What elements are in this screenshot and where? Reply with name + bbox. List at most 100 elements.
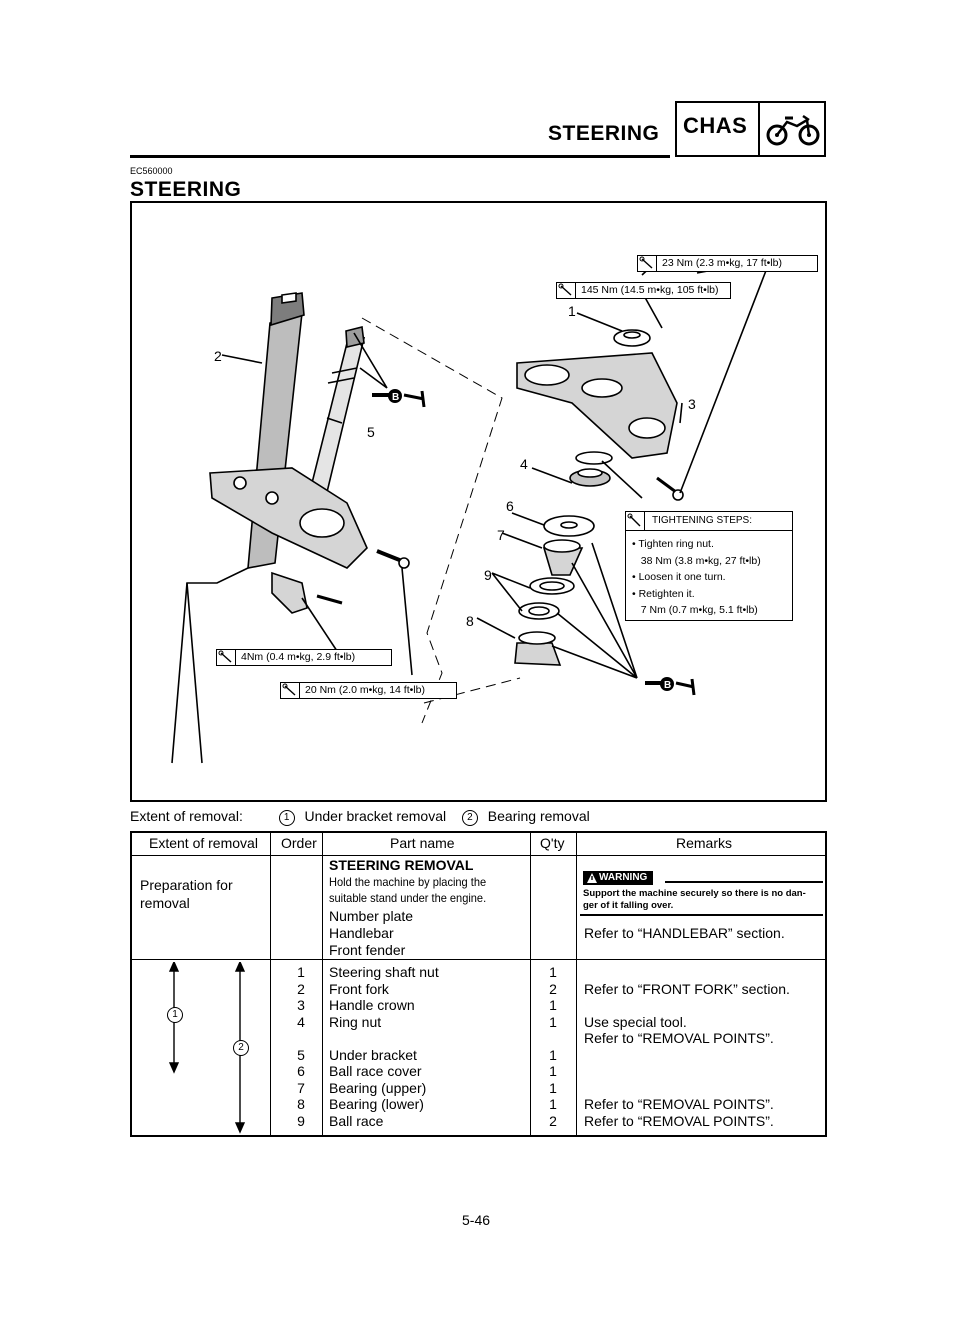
qty-cell: 1 — [549, 1046, 557, 1063]
tightening-step: 7 Nm (0.7 m•kg, 5.1 ft•lb) — [632, 604, 758, 616]
table-divider — [576, 831, 577, 1137]
extent-label: Extent of removal: — [130, 808, 243, 824]
qty-cell: 1 — [549, 964, 557, 980]
qty-cell: 1 — [549, 997, 557, 1013]
torque-spec-text: 20 Nm (2.0 m•kg, 14 ft•lb) — [305, 684, 425, 696]
qty-cell — [544, 1030, 562, 1047]
header-rule — [130, 155, 670, 158]
part-cell: Steering shaft nut — [329, 964, 439, 980]
order-cell: 6 — [297, 1063, 305, 1079]
table-divider — [322, 831, 323, 1137]
order-cell: 3 — [297, 997, 305, 1013]
qty-column: 1 2 1 1 1 1 1 1 2 — [544, 964, 562, 1129]
remarks-cell: Refer to “REMOVAL POINTS”. — [584, 1112, 774, 1129]
order-cell: 7 — [297, 1079, 305, 1096]
warning-text-line: ger of it falling over. — [583, 900, 674, 911]
extent-of-removal-line: Extent of removal: 1 Under bracket remov… — [130, 808, 590, 826]
order-cell: 8 — [297, 1096, 305, 1112]
tightening-steps-header: TIGHTENING STEPS: — [626, 512, 792, 531]
torque-spec-text: 145 Nm (14.5 m•kg, 105 ft•lb) — [581, 284, 719, 296]
warning-text: Support the machine securely so there is… — [583, 888, 806, 912]
prep-extent-line: removal — [140, 895, 190, 911]
extent-marker-2: 2 — [233, 1040, 249, 1056]
removal-table — [130, 831, 827, 1137]
part-number-4: 4 — [520, 456, 528, 472]
remarks-cell: Use special tool. — [584, 1013, 687, 1030]
remarks-column: Refer to “FRONT FORK” section. Use speci… — [584, 964, 790, 1129]
table-divider — [530, 831, 531, 1137]
doc-code: EC560000 — [130, 166, 173, 176]
part-number-8: 8 — [466, 613, 474, 629]
part-cell: Bearing (lower) — [329, 1096, 424, 1112]
wrench-icon — [638, 256, 657, 271]
remarks-cell: Refer to “FRONT FORK” section. — [584, 980, 790, 997]
wrench-icon — [217, 650, 236, 665]
torque-spec-text: 4Nm (0.4 m•kg, 2.9 ft•lb) — [241, 651, 356, 663]
tightening-step: • Loosen it one turn. — [632, 571, 726, 583]
prep-extent: Preparation for removal — [140, 876, 233, 912]
extent-marker-2: 2 — [461, 810, 478, 826]
order-cell: 4 — [297, 1013, 305, 1030]
part-cell: Handle crown — [329, 997, 415, 1013]
qty-cell: 1 — [549, 1013, 557, 1030]
table-divider — [130, 959, 827, 960]
motorcycle-icon — [766, 114, 820, 146]
order-cell: 5 — [297, 1046, 305, 1063]
part-number-7: 7 — [497, 527, 505, 543]
remarks-cell: Refer to “REMOVAL POINTS”. — [584, 1030, 774, 1046]
qty-cell: 1 — [549, 1079, 557, 1096]
exploded-diagram-frame — [130, 201, 827, 802]
header-title: STEERING — [548, 122, 660, 145]
table-divider — [270, 831, 271, 1137]
warning-rule — [580, 914, 823, 916]
warning-text-line: Support the machine securely so there is… — [583, 888, 806, 899]
remarks-cell — [584, 1063, 790, 1080]
remarks-cell — [584, 997, 790, 1014]
column-header-qty: Q'ty — [540, 835, 565, 851]
prep-note-line: Hold the machine by placing the — [329, 875, 487, 889]
torque-spec-box: 23 Nm (2.3 m•kg, 17 ft•lb) — [637, 255, 818, 272]
steering-exploded-diagram: B B — [171, 260, 768, 764]
prep-heading: STEERING REMOVAL — [329, 857, 474, 873]
part-cell: Front fork — [329, 980, 389, 997]
prep-extent-line: Preparation for — [140, 877, 233, 893]
torque-spec-box: 4Nm (0.4 m•kg, 2.9 ft•lb) — [216, 649, 392, 666]
remarks-cell — [584, 1080, 790, 1097]
order-cell: 1 — [297, 964, 305, 980]
remarks-cell — [584, 1047, 790, 1064]
tightening-steps-box: TIGHTENING STEPS: • Tighten ring nut. 38… — [625, 511, 793, 621]
remarks-cell: Refer to “REMOVAL POINTS”. — [584, 1096, 774, 1112]
order-cell: 9 — [297, 1112, 305, 1129]
prep-note: Hold the machine by placing the suitable… — [329, 874, 486, 906]
grease-symbol-lower: B — [645, 677, 696, 696]
extent-marker-1: 1 — [278, 810, 295, 826]
part-cell: Ball race — [329, 1112, 384, 1129]
qty-cell: 1 — [549, 1096, 557, 1112]
warning-badge: WARNING — [583, 871, 653, 885]
tightening-step: 38 Nm (3.8 m•kg, 27 ft•lb) — [632, 554, 761, 567]
part-cell: Bearing (upper) — [329, 1079, 427, 1096]
part-number-5: 5 — [367, 424, 375, 440]
part-number-3: 3 — [688, 396, 696, 412]
part-cell: Ring nut — [329, 1013, 382, 1030]
extent-marker-1: 1 — [167, 1007, 183, 1023]
part-number-1: 1 — [568, 303, 576, 319]
order-cell — [292, 1030, 310, 1047]
prep-part: Handlebar — [329, 925, 394, 941]
wrench-icon — [281, 683, 300, 698]
torque-spec-box: 145 Nm (14.5 m•kg, 105 ft•lb) — [556, 282, 731, 299]
wrench-icon — [557, 283, 576, 298]
part-cell: Under bracket — [329, 1046, 417, 1063]
prep-part: Number plate — [329, 908, 414, 924]
order-cell: 2 — [297, 980, 305, 997]
part-cell — [329, 1030, 439, 1047]
page-number: 5-46 — [462, 1212, 491, 1228]
torque-spec-box: 20 Nm (2.0 m•kg, 14 ft•lb) — [280, 682, 457, 699]
qty-cell: 2 — [549, 980, 557, 997]
torque-spec-text: 23 Nm (2.3 m•kg, 17 ft•lb) — [662, 257, 782, 269]
table-divider — [130, 855, 827, 856]
order-column: 1 2 3 4 5 6 7 8 9 — [292, 964, 310, 1129]
part-number-6: 6 — [506, 498, 514, 514]
svg-text:B: B — [392, 392, 399, 403]
warning-label: WARNING — [599, 872, 648, 883]
